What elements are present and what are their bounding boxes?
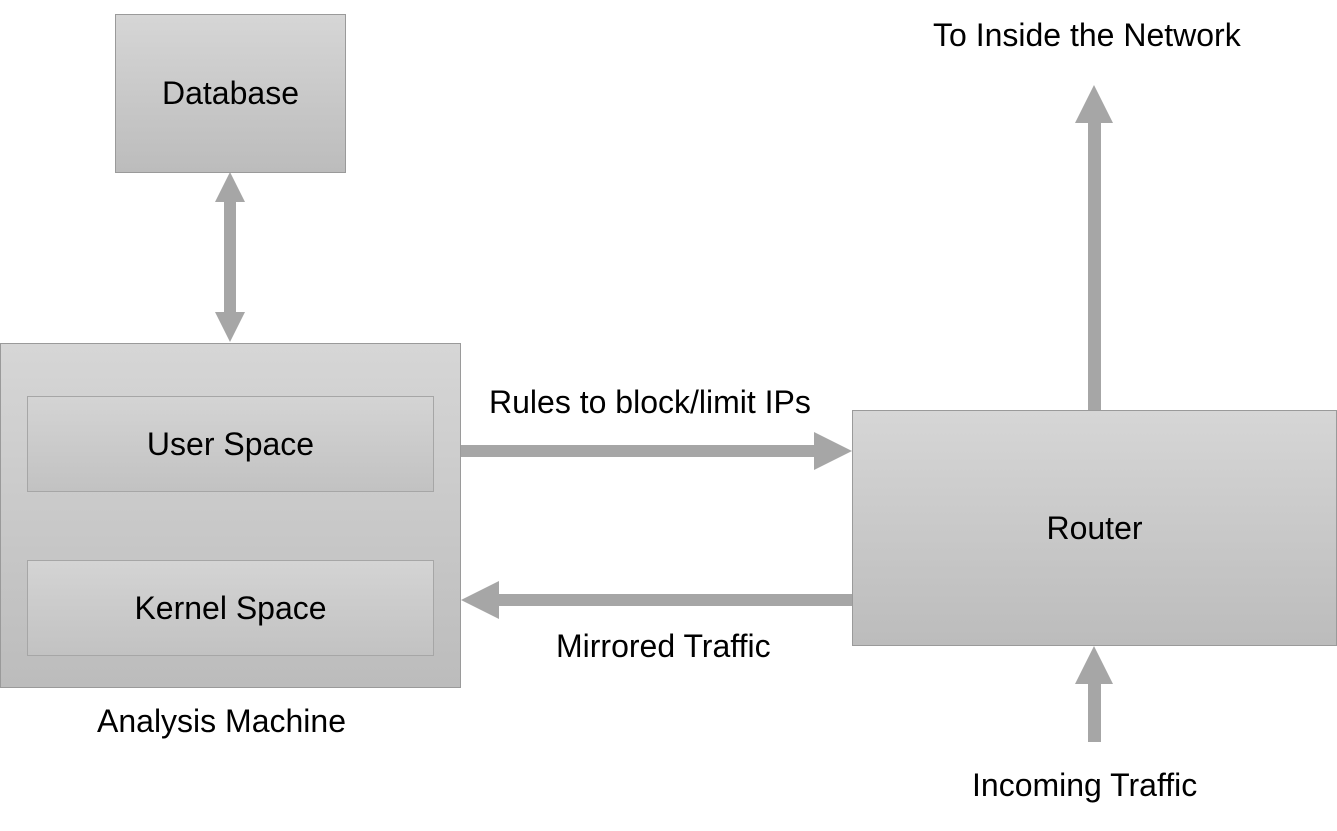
database-label: Database xyxy=(162,75,299,111)
mirrored-traffic-label: Mirrored Traffic xyxy=(556,628,771,664)
kernel-space-box: Kernel Space xyxy=(27,560,434,656)
rules-label: Rules to block/limit IPs xyxy=(489,384,811,420)
kernel-space-label: Kernel Space xyxy=(134,589,327,626)
user-space-box: User Space xyxy=(27,396,434,492)
router-label: Router xyxy=(1046,509,1143,546)
router-box: Router xyxy=(852,410,1337,646)
user-space-label: User Space xyxy=(146,425,315,462)
to-inside-network-label: To Inside the Network xyxy=(933,17,1241,53)
incoming-traffic-label: Incoming Traffic xyxy=(972,767,1198,803)
to-inside-arrow xyxy=(1075,85,1113,410)
rules-arrow xyxy=(461,432,852,470)
mirrored-arrow xyxy=(461,581,852,619)
database-box: Database xyxy=(115,14,346,173)
incoming-arrow xyxy=(1075,646,1113,742)
analysis-machine-label: Analysis Machine xyxy=(97,703,346,739)
database-analysis-arrow xyxy=(215,172,245,342)
